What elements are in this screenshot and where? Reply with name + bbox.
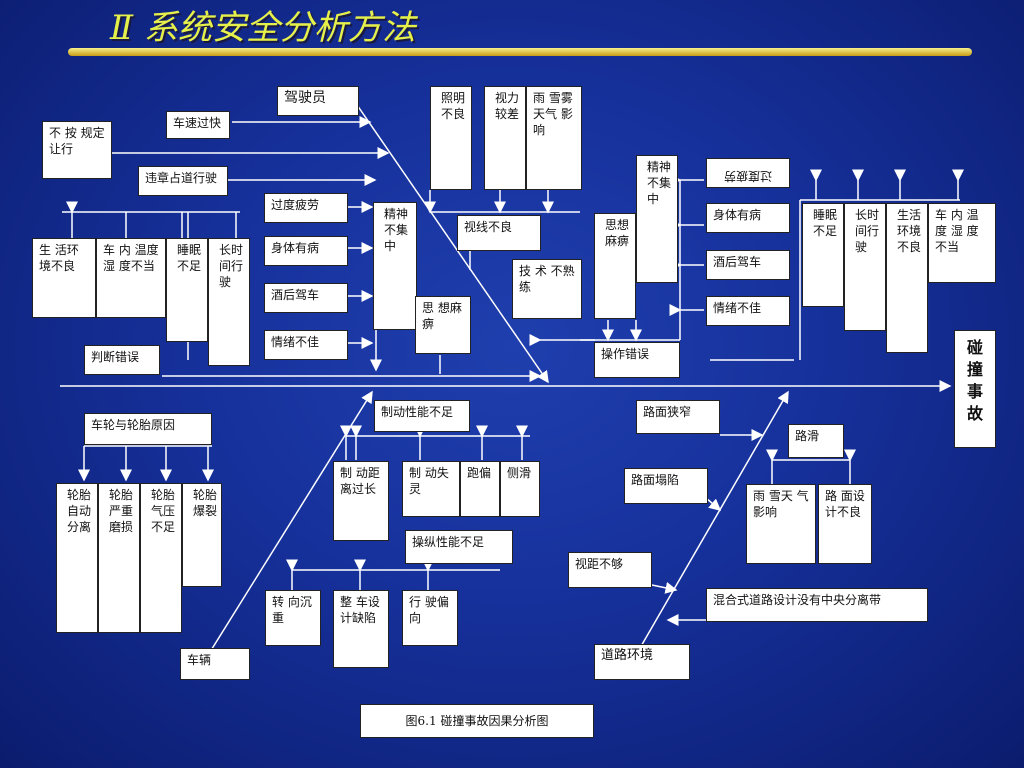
- long-drive2-box: 长时间行驶: [844, 203, 886, 331]
- sleep-box: 睡眠不足: [166, 238, 208, 342]
- road-label: 道路环境: [594, 644, 690, 680]
- figure-caption: 图6.1 碰撞事故因果分析图: [360, 704, 594, 738]
- illness2-box: 身体有病: [706, 203, 790, 233]
- numb-box: 思 想麻痹: [415, 296, 471, 354]
- wheels-box: 车轮与轮胎原因: [84, 413, 212, 445]
- drunk-box: 酒后驾车: [264, 283, 348, 313]
- result-label: 碰撞事故: [967, 338, 984, 423]
- lighting-box: 照明不良: [430, 86, 472, 190]
- drift-box: 行 驶偏向: [402, 590, 458, 646]
- pull-box: 跑偏: [460, 461, 500, 517]
- title-underline: [68, 48, 972, 56]
- mixed-box: 混合式道路设计没有中央分离带: [706, 588, 928, 622]
- life-env2-box: 生活环境不良: [886, 203, 928, 353]
- vision-box: 视线不良: [457, 215, 541, 251]
- road-weather-box: 雨 雪天 气影响: [746, 484, 816, 564]
- steer-box: 转 向沉重: [265, 590, 321, 646]
- misjudge-box: 判断错误: [84, 345, 160, 375]
- op-error-box: 操作错误: [594, 342, 680, 378]
- wheel-off-box: 轮胎自动分离: [56, 483, 98, 633]
- cabin-temp2-box: 车 内 温 度 湿 度不当: [928, 203, 996, 283]
- collapse-box: 路面塌陷: [624, 468, 708, 504]
- wheel-wear-box: 轮胎严重磨损: [98, 483, 140, 633]
- wheel-pressure-box: 轮胎气压不足: [140, 483, 182, 633]
- no-yield-box: 不 按 规定让行: [42, 121, 112, 179]
- drunk2-box: 酒后驾车: [706, 250, 790, 280]
- sight-box: 视距不够: [568, 552, 652, 588]
- illness-box: 身体有病: [264, 236, 348, 266]
- skill-box: 技 术 不熟练: [512, 259, 582, 319]
- wrong-lane-box: 违章占道行驶: [138, 166, 228, 196]
- inattention-box: 精神不集中: [373, 202, 417, 330]
- slippery-box: 路滑: [788, 424, 844, 458]
- long-drive-box: 长时间行驶: [208, 238, 250, 366]
- cabin-temp-box: 车 内 温度 湿 度不当: [96, 238, 166, 318]
- narrow-box: 路面狭窄: [636, 400, 720, 434]
- road-design-box: 路 面设 计不良: [818, 484, 872, 564]
- handling-box: 操纵性能不足: [405, 530, 513, 564]
- numb2-box: 思想麻痹: [594, 213, 636, 319]
- result-box: 碰撞事故: [954, 330, 996, 448]
- wheel-burst-box: 轮胎爆裂: [182, 483, 222, 587]
- speeding-box: 车速过快: [166, 111, 230, 139]
- life-env-box: 生 活环 境不良: [32, 238, 96, 318]
- driver-label: 驾驶员: [277, 86, 359, 116]
- page-title: Ⅱ 系统安全分析方法: [110, 8, 416, 48]
- eyesight-box: 视力较差: [484, 86, 526, 190]
- inattention2-box: 精神不集中: [636, 155, 678, 283]
- sleep2-box: 睡眠不足: [802, 203, 844, 307]
- fatigue-box: 过度疲劳: [264, 193, 348, 223]
- brake-dist-box: 制 动距 离过长: [333, 461, 389, 541]
- brake-fail-box: 制 动失灵: [402, 461, 460, 517]
- weather-box: 雨 雪雾 天气 影响: [526, 86, 582, 190]
- mood2-box: 情绪不佳: [706, 296, 790, 326]
- skid-box: 侧滑: [500, 461, 540, 517]
- vehicle-label: 车辆: [180, 648, 250, 680]
- brake-box: 制动性能不足: [374, 400, 470, 432]
- mood-box: 情绪不佳: [264, 330, 348, 360]
- design-box: 整 车设 计缺陷: [333, 590, 389, 668]
- fatigue2-box: 过度疲劳: [706, 158, 790, 188]
